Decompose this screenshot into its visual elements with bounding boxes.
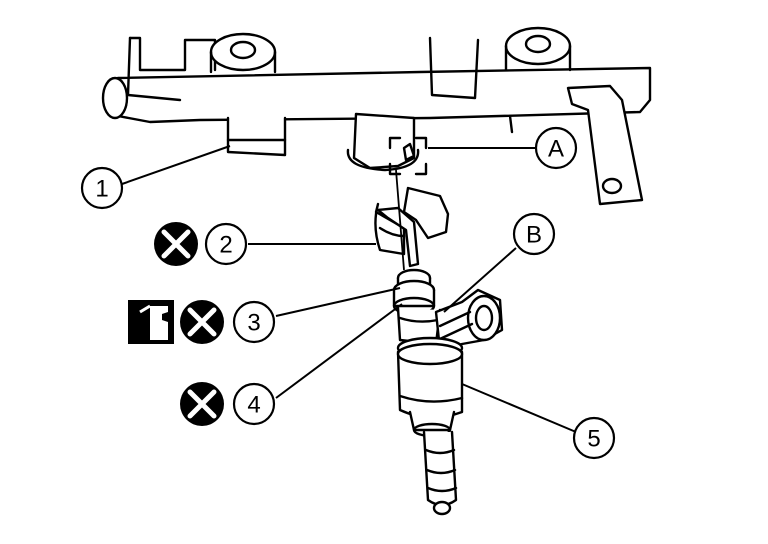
callout-1-label: 1 <box>95 176 108 203</box>
x-circle-icon <box>180 300 224 344</box>
x-circle-icon <box>180 382 224 426</box>
callout-a: A <box>534 126 578 170</box>
callout-5-label: 5 <box>587 426 600 453</box>
callout-1: 1 <box>80 166 124 210</box>
callout-5: 5 <box>572 416 616 460</box>
oil-can-icon <box>128 300 174 344</box>
fuel-rail <box>101 26 652 206</box>
callout-2-label: 2 <box>219 232 232 259</box>
detail-a-frame <box>388 136 428 176</box>
alignment-line <box>395 169 405 271</box>
callout-4-label: 4 <box>247 392 260 419</box>
injector-clip <box>374 186 450 268</box>
leader-lines <box>121 145 577 433</box>
callout-3-label: 3 <box>247 310 260 337</box>
callout-a-label: A <box>548 136 564 163</box>
callout-b: B <box>512 212 556 256</box>
callout-4: 4 <box>232 382 276 426</box>
callout-b-label: B <box>526 222 542 249</box>
x-circle-icon <box>154 222 198 266</box>
callout-3: 3 <box>232 300 276 344</box>
callout-2: 2 <box>204 222 248 266</box>
fuel-injector <box>392 268 504 516</box>
